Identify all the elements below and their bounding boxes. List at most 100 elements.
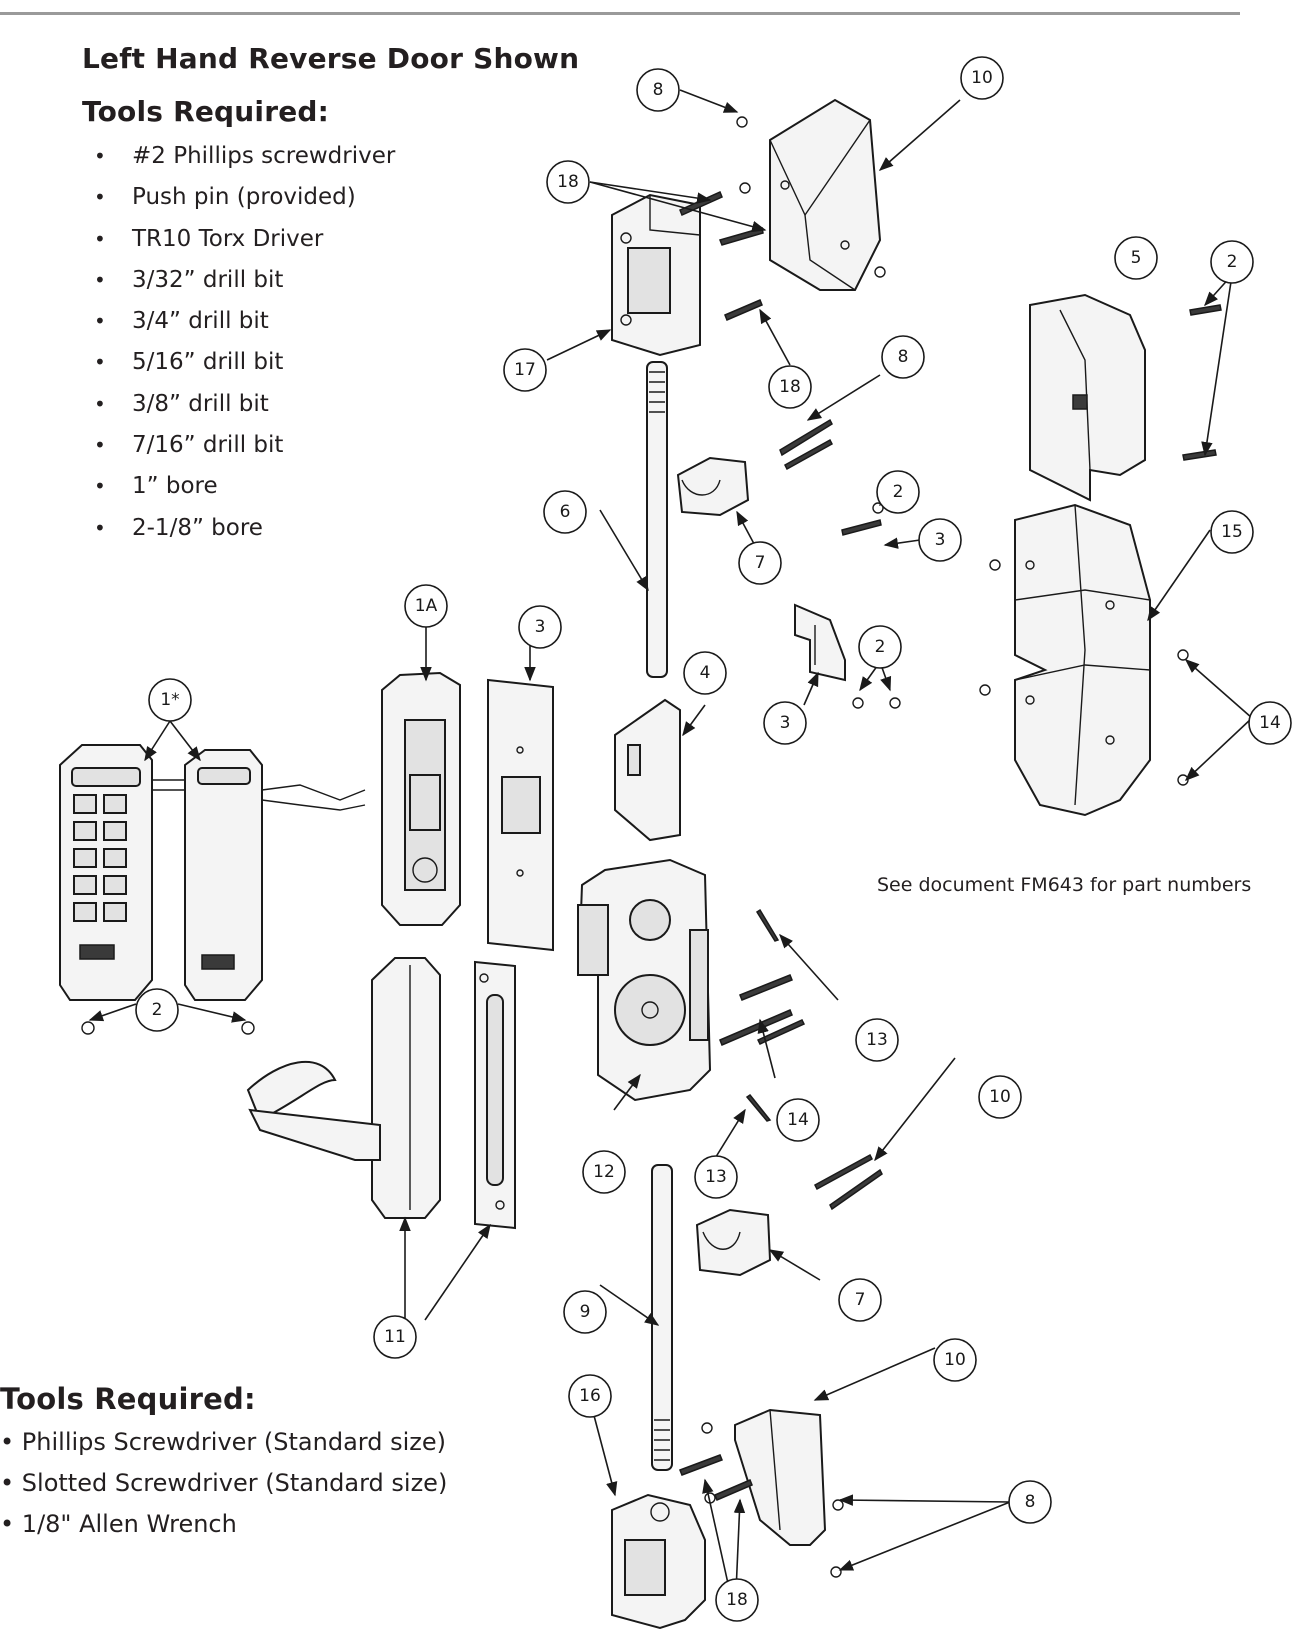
- latch-guide-part: [614, 698, 681, 842]
- svg-text:10: 10: [944, 1350, 966, 1370]
- svg-text:8: 8: [653, 80, 664, 100]
- svg-text:10: 10: [989, 1087, 1011, 1107]
- top-latch-part: [611, 193, 701, 357]
- top-rod-cover-part: [769, 98, 882, 291]
- strike-plate-part: [794, 603, 846, 682]
- callout-4: 4: [683, 651, 727, 695]
- callout-2-lower: 2: [858, 625, 902, 669]
- svg-text:16: 16: [579, 1386, 601, 1406]
- tool-item: 3/32” drill bit: [84, 265, 395, 306]
- callout-9: 9: [563, 1290, 607, 1334]
- callout-13-lower: 13: [694, 1155, 738, 1199]
- svg-text:18: 18: [557, 172, 579, 192]
- exit-trim-cover-part: [1029, 293, 1146, 502]
- svg-text:12: 12: [593, 1162, 615, 1182]
- lock-body-part: [577, 858, 712, 1102]
- callout-8-mid: 8: [881, 335, 925, 379]
- tools-required-heading-2: Tools Required:: [0, 1382, 256, 1416]
- svg-text:3: 3: [935, 530, 946, 550]
- keypad-part: [59, 744, 153, 1001]
- svg-text:8: 8: [898, 347, 909, 367]
- tools-list-1: #2 Phillips screwdriver Push pin (provid…: [84, 141, 395, 554]
- callout-16: 16: [568, 1374, 612, 1418]
- callout-3-plate: 3: [518, 605, 562, 649]
- upper-rod-part: [646, 361, 668, 678]
- tool-item: 3/8” drill bit: [84, 389, 395, 430]
- svg-text:17: 17: [514, 360, 536, 380]
- svg-text:8: 8: [1025, 1492, 1036, 1512]
- callout-12: 12: [582, 1150, 626, 1194]
- callout-18-top: 18: [546, 160, 590, 204]
- svg-text:3: 3: [780, 713, 791, 733]
- callout-18-bot: 18: [715, 1578, 759, 1622]
- upper-rod-guide-part: [676, 456, 750, 517]
- housing-cover-part: [1014, 503, 1151, 817]
- svg-text:2: 2: [893, 482, 904, 502]
- svg-text:1*: 1*: [160, 690, 179, 710]
- callout-3-lower: 3: [763, 701, 807, 745]
- callout-18-mid: 18: [768, 365, 812, 409]
- callout-11: 11: [373, 1315, 417, 1359]
- tool-item: 5/16” drill bit: [84, 347, 395, 388]
- lower-rod-guide-part: [695, 1208, 772, 1277]
- tool-item: Push pin (provided): [84, 182, 395, 223]
- callout-17: 17: [503, 348, 547, 392]
- svg-text:1A: 1A: [415, 596, 438, 616]
- bottom-latch-part: [611, 1493, 706, 1630]
- callout-10-top: 10: [960, 56, 1004, 100]
- callout-7-top: 7: [738, 541, 782, 585]
- bottom-rod-cover-part: [679, 1408, 844, 1578]
- tools-list-2: Phillips Screwdriver (Standard size) Slo…: [0, 1426, 448, 1549]
- svg-text:10: 10: [971, 68, 993, 88]
- tool-item: 1” bore: [84, 471, 395, 512]
- tool-item: Phillips Screwdriver (Standard size): [0, 1426, 447, 1467]
- prox-reader-part: [152, 749, 366, 1001]
- svg-text:9: 9: [580, 1302, 591, 1322]
- callout-3-mid: 3: [918, 518, 962, 562]
- lower-rod-part: [651, 1164, 673, 1471]
- tool-item: Slotted Screwdriver (Standard size): [0, 1467, 448, 1508]
- svg-text:5: 5: [1131, 248, 1142, 268]
- svg-text:7: 7: [755, 553, 766, 573]
- svg-text:4: 4: [700, 663, 711, 683]
- tool-item: 3/4” drill bit: [84, 306, 395, 347]
- svg-text:18: 18: [779, 377, 801, 397]
- svg-text:15: 15: [1221, 522, 1243, 542]
- gasket-plate-part: [487, 678, 554, 952]
- svg-text:18: 18: [726, 1590, 748, 1610]
- svg-text:14: 14: [1259, 713, 1281, 733]
- tool-item: #2 Phillips screwdriver: [84, 141, 395, 182]
- svg-text:2: 2: [875, 637, 886, 657]
- callout-15: 15: [1210, 510, 1254, 554]
- svg-text:2: 2: [152, 1000, 163, 1020]
- svg-text:2: 2: [1227, 252, 1238, 272]
- svg-text:3: 3: [535, 617, 546, 637]
- svg-text:13: 13: [866, 1030, 888, 1050]
- callout-10-mid: 10: [978, 1075, 1022, 1119]
- callout-2-right: 2: [1210, 240, 1254, 284]
- pins-screws-group: [719, 908, 883, 1211]
- svg-text:13: 13: [705, 1167, 727, 1187]
- callout-13-upper: 13: [855, 1018, 899, 1062]
- tool-item: 7/16” drill bit: [84, 430, 395, 471]
- callout-1star: 1*: [148, 678, 192, 722]
- door-heading: Left Hand Reverse Door Shown: [82, 42, 580, 75]
- part-numbers-note: See document FM643 for part numbers: [877, 874, 1252, 896]
- svg-text:14: 14: [787, 1110, 809, 1130]
- callout-10-bot: 10: [933, 1338, 977, 1382]
- callout-1A: 1A: [404, 584, 448, 628]
- callout-8-top: 8: [636, 68, 680, 112]
- callout-7-lower: 7: [838, 1278, 882, 1322]
- lever-trim-part: [246, 957, 441, 1219]
- callout-14-right: 14: [1248, 701, 1292, 745]
- svg-text:6: 6: [560, 502, 571, 522]
- callout-2-mid: 2: [876, 470, 920, 514]
- callout-14-mid: 14: [776, 1098, 820, 1142]
- callout-2-left: 2: [135, 988, 179, 1032]
- svg-text:11: 11: [384, 1327, 406, 1347]
- tool-item: 1/8" Allen Wrench: [0, 1508, 447, 1549]
- tool-item: TR10 Torx Driver: [84, 224, 395, 265]
- svg-text:7: 7: [855, 1290, 866, 1310]
- top-rule: [0, 12, 1240, 15]
